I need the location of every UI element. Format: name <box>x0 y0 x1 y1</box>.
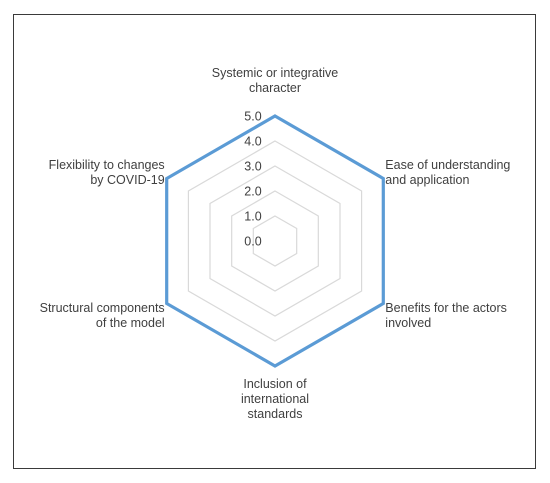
grid-ring-5 <box>166 115 384 367</box>
series-line-0 <box>165 114 385 368</box>
radar-grid <box>166 115 384 367</box>
tick-label: 4.0 <box>244 135 261 149</box>
radar-series <box>165 114 385 368</box>
radar-tick-labels: 0.0 1.0 2.0 3.0 4.0 5.0 <box>244 110 261 249</box>
tick-label: 1.0 <box>244 210 261 224</box>
tick-label: 2.0 <box>244 185 261 199</box>
tick-label: 3.0 <box>244 160 261 174</box>
grid-ring-2 <box>231 190 319 292</box>
grid-ring-1 <box>252 215 298 267</box>
tick-label: 5.0 <box>244 110 261 124</box>
chart-frame <box>13 14 536 469</box>
grid-ring-3 <box>209 165 341 317</box>
tick-label: 0.0 <box>244 235 261 249</box>
grid-ring-4 <box>187 140 363 342</box>
